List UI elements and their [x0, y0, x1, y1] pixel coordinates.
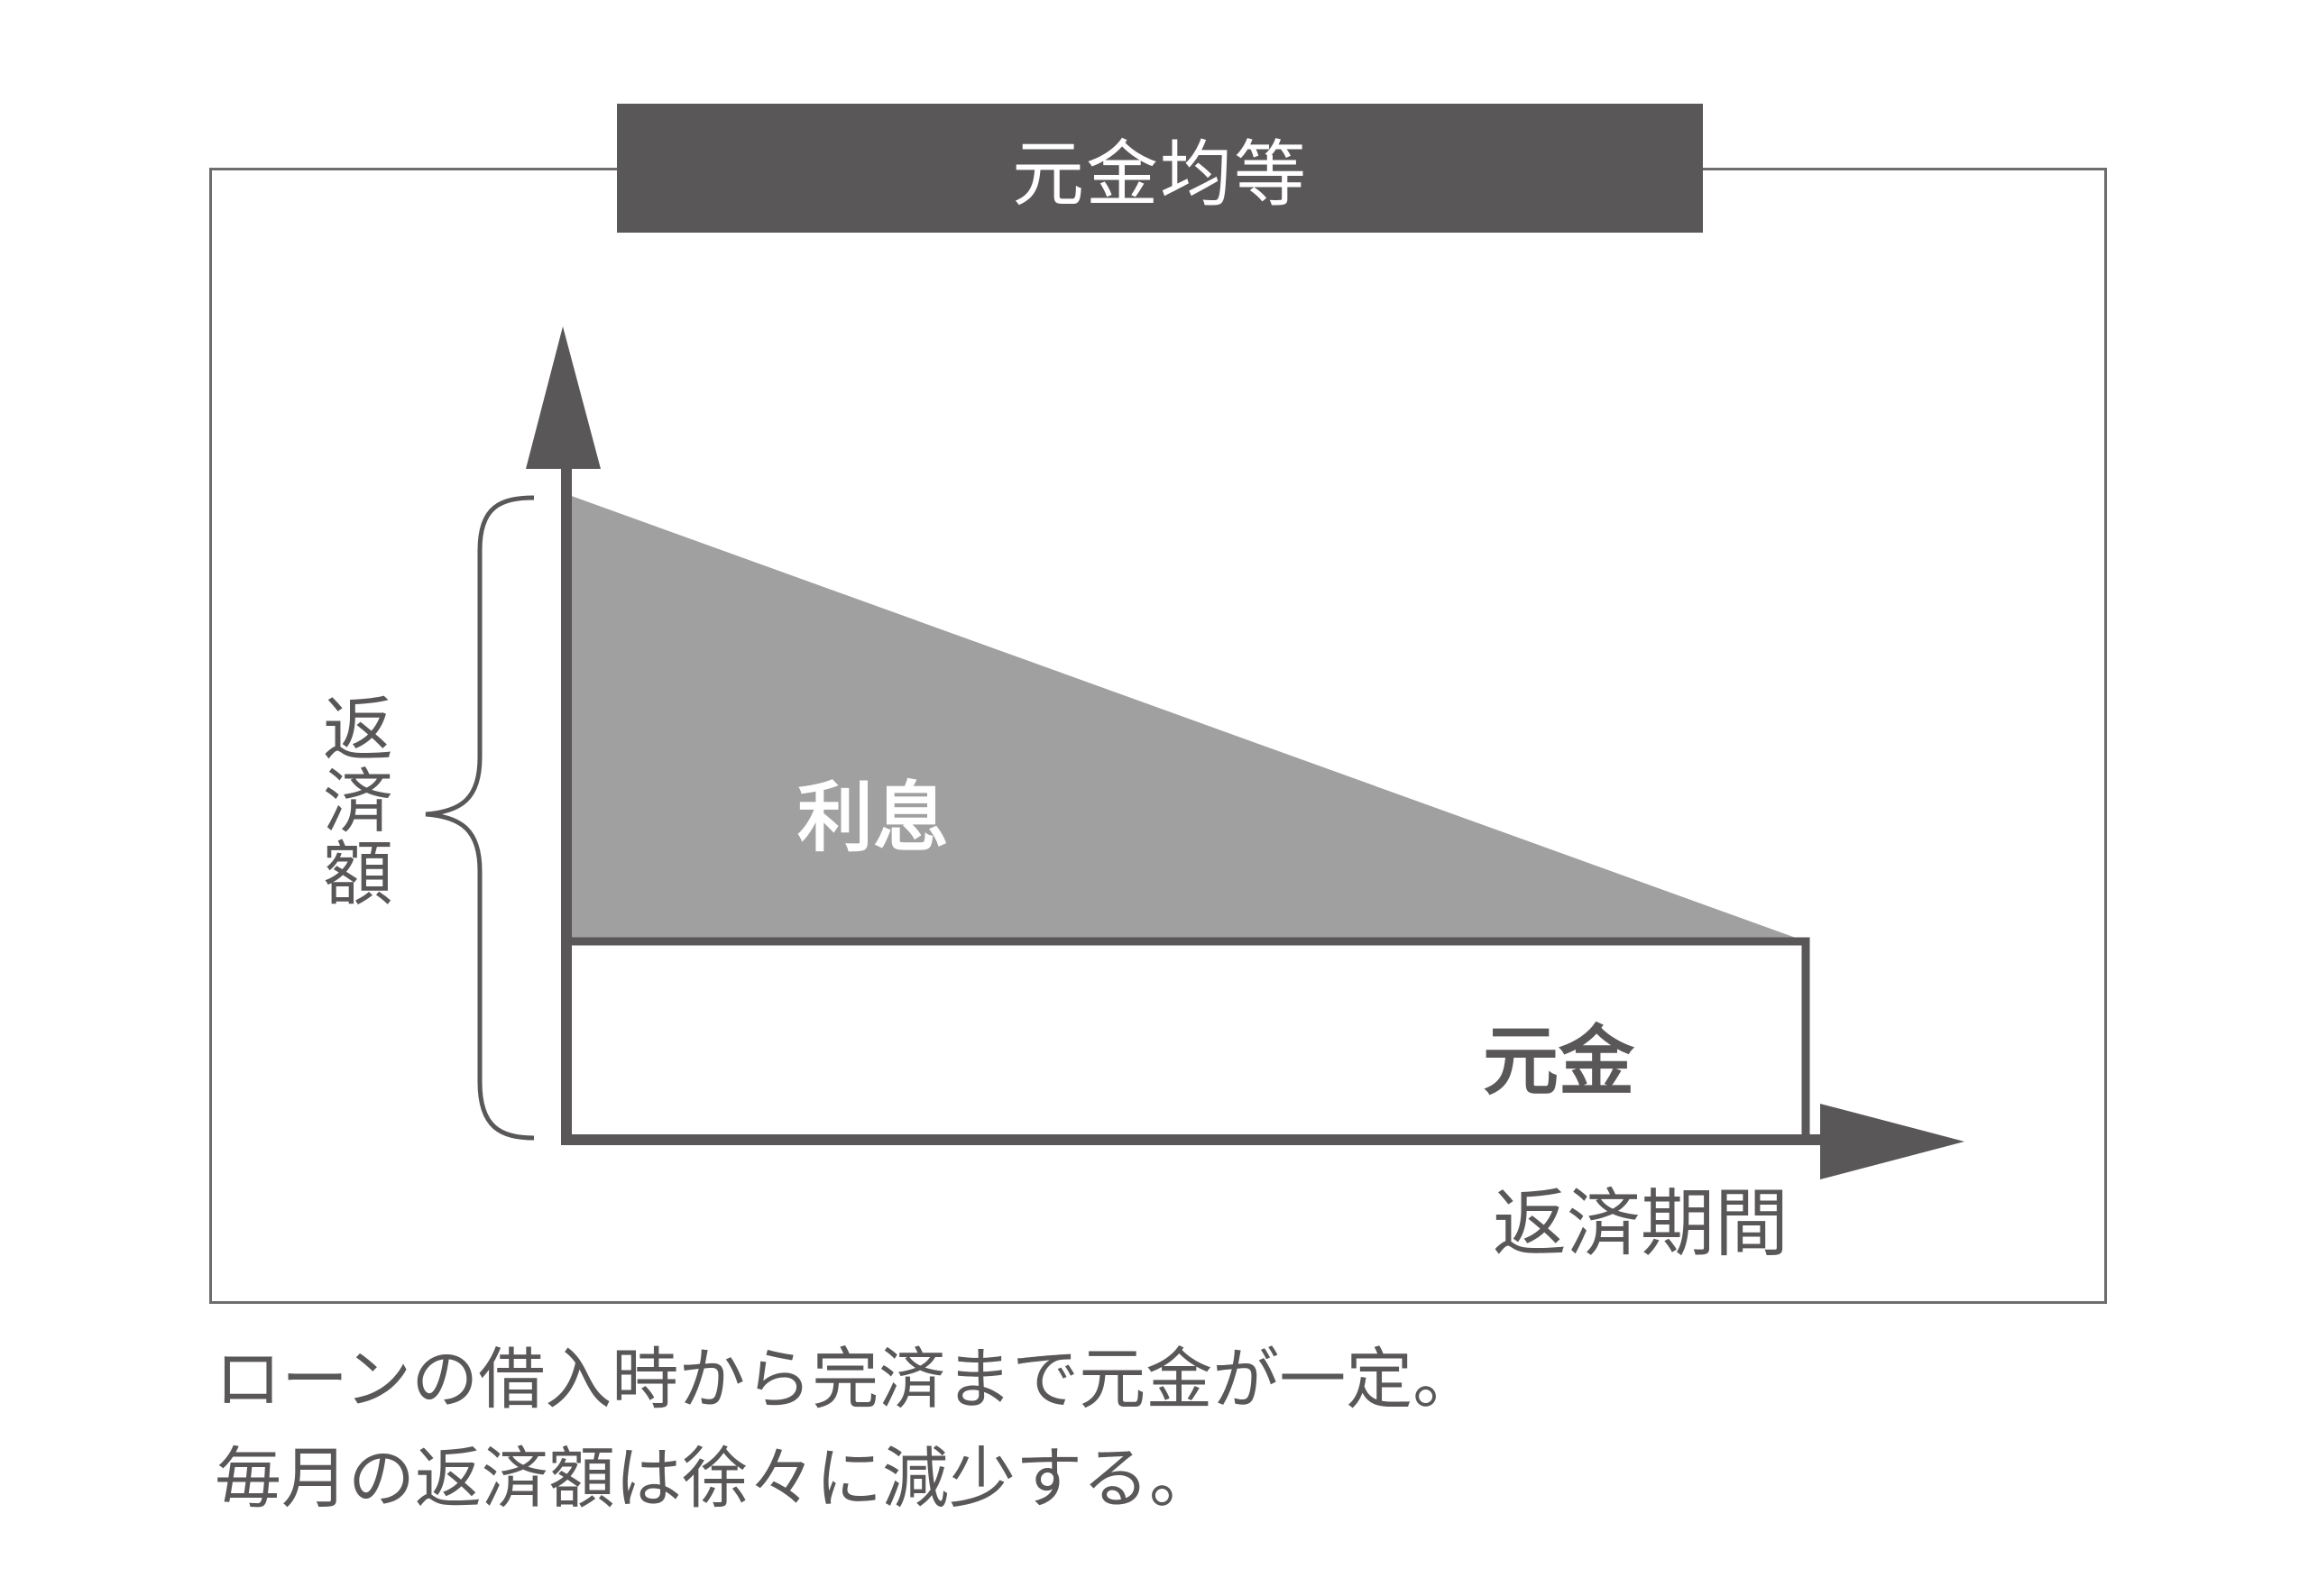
- interest-region: [566, 494, 1806, 941]
- diagram-title: 元金均等: [1012, 132, 1308, 216]
- y-axis-label: 返 済 額: [322, 690, 393, 915]
- caption: ローンの借入時から完済まで元金が一定。 毎月の返済額は徐々に減少する。: [215, 1330, 1479, 1528]
- interest-label: 利息: [797, 774, 950, 862]
- x-axis-label: 返済期間: [1493, 1181, 1789, 1267]
- title-bar: 元金均等: [617, 104, 1703, 233]
- left-curly-brace-icon: [425, 495, 535, 1141]
- arrow-right-icon: [1820, 1104, 1964, 1179]
- principal-label: 元金: [1483, 1017, 1635, 1105]
- caption-line-1: ローンの借入時から完済まで元金が一定。: [215, 1341, 1480, 1418]
- arrow-up-icon: [526, 326, 601, 469]
- caption-line-2: 毎月の返済額は徐々に減少する。: [215, 1440, 1216, 1518]
